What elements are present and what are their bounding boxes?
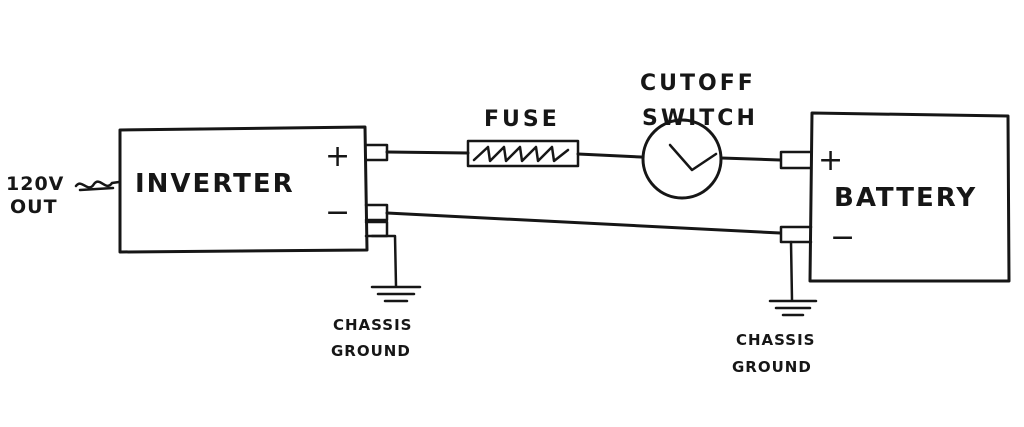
inverter-minus-label: − (325, 195, 351, 230)
fuse-element-icon (472, 145, 570, 163)
positive-wire-switch-battery (719, 156, 782, 162)
output-out-label: OUT (10, 196, 58, 218)
ground-left-label-line2: GROUND (331, 342, 411, 360)
ac-output: 120V OUT (6, 173, 121, 218)
ground-symbol-right-icon (768, 299, 818, 317)
fuse-label: FUSE (484, 107, 560, 132)
output-plug-icon (74, 180, 121, 189)
inverter-box (118, 125, 369, 254)
inverter-label: INVERTER (135, 169, 295, 199)
positive-wire-inverter-fuse (385, 150, 470, 155)
battery-label: BATTERY (834, 183, 977, 213)
cutoff-switch: CUTOFF SWITCH (640, 71, 756, 200)
positive-wire-fuse-switch (576, 152, 643, 159)
inverter-negative-terminal (364, 203, 389, 222)
fuse-body (466, 139, 580, 168)
battery-box (808, 111, 1011, 283)
battery: BATTERY + − (779, 111, 1011, 283)
fuse: FUSE (466, 107, 580, 168)
switch-label-line1: CUTOFF (640, 71, 756, 96)
chassis-ground-right: CHASSIS GROUND (732, 240, 818, 376)
inverter-negative-terminal-lower (364, 220, 389, 238)
chassis-ground-left: CHASSIS GROUND (331, 234, 422, 360)
ground-right-label-line2: GROUND (732, 358, 812, 376)
ground-wire-right (789, 240, 794, 302)
battery-positive-terminal (779, 150, 813, 170)
ground-right-label-line1: CHASSIS (736, 331, 816, 349)
inverter-plus-label: + (325, 139, 351, 174)
battery-negative-terminal (779, 225, 813, 244)
ground-symbol-left-icon (370, 285, 422, 303)
battery-plus-label: + (818, 143, 844, 178)
switch-lever-icon (668, 143, 718, 172)
negative-wire (385, 211, 782, 235)
ground-left-label-line1: CHASSIS (333, 316, 413, 334)
output-voltage-label: 120V (6, 173, 64, 195)
ground-wire-left (370, 234, 398, 288)
battery-minus-label: − (830, 220, 856, 255)
inverter-positive-terminal (364, 143, 389, 162)
inverter: INVERTER + − (118, 125, 389, 254)
